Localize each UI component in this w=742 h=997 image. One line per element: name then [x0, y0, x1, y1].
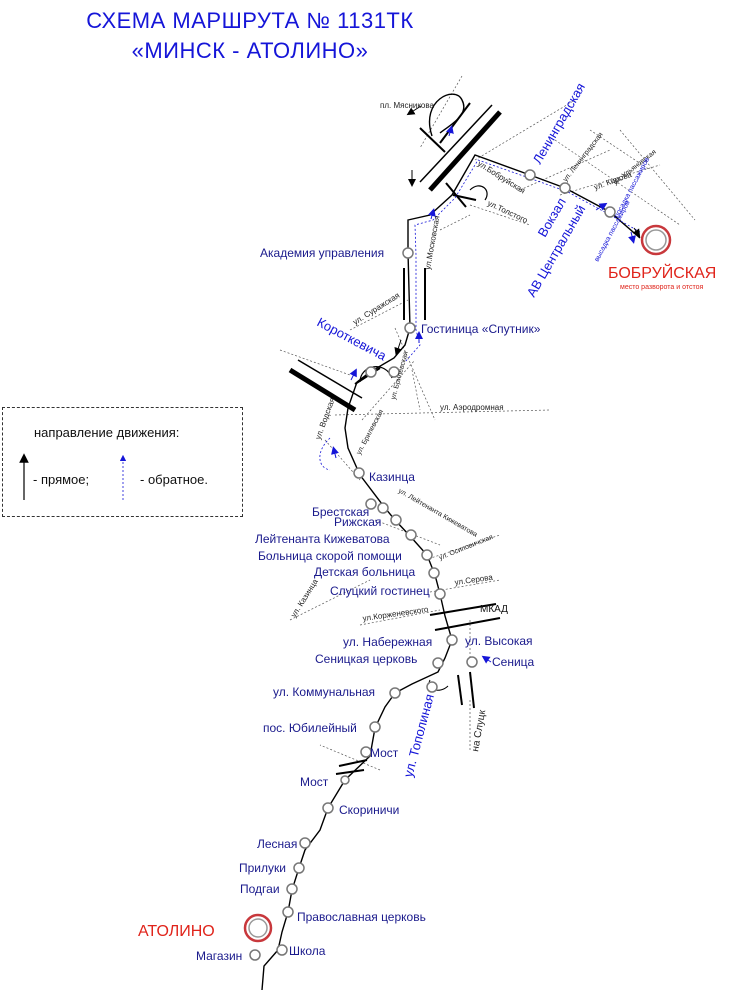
stop-sputnik: Гостиница «Спутник»	[421, 322, 541, 336]
reverse-loop-vodskaya	[319, 437, 331, 471]
road-bars	[288, 102, 502, 775]
stop-shkola: Школа	[289, 944, 326, 958]
terminal-end-label: АТОЛИНО	[138, 923, 215, 940]
scheme-title: СХЕМА МАРШРУТА № 1131ТК	[86, 8, 414, 33]
stop-most-1: Мост	[370, 746, 399, 760]
street-korzhenevskogo: ул.Корженевского	[362, 605, 429, 623]
stop-naberezhnaya: ул. Набережная	[343, 635, 432, 649]
stop-yubileyny: пос. Юбилейный	[263, 721, 357, 735]
street-na-sluck: на Слуцк	[470, 709, 488, 753]
terminal-start-note: место разворота и отстоя	[620, 284, 703, 291]
street-leningradskaya: ул. Ленинградская	[562, 131, 605, 183]
stop-most-2: Мост	[300, 775, 329, 789]
stop-senica: Сеница	[492, 655, 535, 669]
stop-podgai: Подгаи	[240, 882, 280, 896]
route-name: «МИНСК - АТОЛИНО»	[131, 38, 369, 63]
street-mkad: МКАД	[480, 604, 508, 615]
terminal-atolino	[243, 913, 273, 943]
stop-priluki: Прилуки	[239, 861, 286, 875]
stop-brestskaya: Брестская	[312, 505, 369, 519]
stop-senica-church: Сеницкая церковь	[315, 652, 417, 666]
stop-magazin: Магазин	[196, 949, 242, 963]
stop-skorinichi: Скориничи	[339, 803, 399, 817]
stop-akademiya: Академия управления	[260, 246, 384, 260]
direction-arrows	[19, 105, 641, 664]
stop-markers	[249, 169, 616, 961]
street-aerodromnaya: ул. Аэродромная	[440, 403, 504, 412]
terminal-start-label: БОБРУЙСКАЯ	[608, 263, 716, 282]
street-topolinaya: ул. Тополиная	[400, 692, 437, 778]
loop-myasnikova	[429, 93, 465, 137]
street-tolstogo: ул.Толстого	[486, 199, 529, 226]
stop-lesnaya: Лесная	[257, 837, 297, 851]
street-myasnikova: пл. Мясникова	[380, 101, 435, 110]
street-vodskaya: ул. Водская	[313, 397, 336, 441]
stop-detskaya: Детская больница	[314, 565, 416, 579]
legend-forward-label: - прямое;	[33, 472, 90, 487]
stop-church: Православная церковь	[297, 910, 426, 924]
stop-rizhskaya: Рижская	[334, 515, 381, 529]
street-osipovichskaya: ул. Осиповичская	[438, 534, 494, 562]
street-surazhskaya: ул. Суражская	[351, 291, 401, 327]
stop-bolnica: Больница скорой помощи	[258, 549, 402, 563]
stop-kommunalnaya: ул. Коммунальная	[273, 685, 375, 699]
legend-title: направление движения:	[34, 425, 180, 440]
stop-kazinca: Казинца	[369, 470, 415, 484]
stop-vysokaya: ул. Высокая	[465, 634, 533, 648]
street-lines	[279, 75, 696, 771]
street-serova: ул.Серова	[454, 573, 494, 587]
legend-box	[2, 407, 243, 517]
stop-kizhevatova: Лейтенанта Кижеватова	[255, 532, 390, 546]
street-moskovskaya: ул.Московская	[423, 215, 441, 270]
street-brilevskaya-2: ул. Брилевская	[356, 409, 386, 456]
loop-tolstogo	[469, 185, 488, 201]
stop-leningradskaya: Ленинградская	[530, 80, 588, 166]
legend-reverse-label: - обратное.	[140, 472, 208, 487]
stop-sluckiy: Слуцкий гостинец	[330, 584, 430, 598]
terminal-bobruyskaya	[640, 224, 672, 256]
reverse-route-line	[404, 159, 641, 363]
